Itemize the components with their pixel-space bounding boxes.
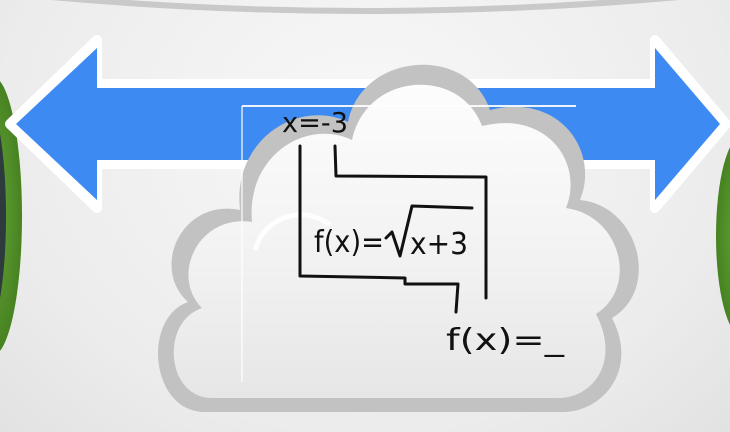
green-device-icon	[716, 147, 730, 325]
green-device-icon	[0, 81, 22, 351]
output-label: f(x)=_	[446, 323, 565, 358]
cloud-icon	[158, 64, 639, 413]
function-machine	[298, 144, 488, 314]
function-label: f(x)=	[314, 225, 384, 260]
radicand-label: x+3	[410, 227, 468, 262]
input-label: x=-3	[282, 106, 348, 139]
top-arc	[51, 0, 679, 14]
